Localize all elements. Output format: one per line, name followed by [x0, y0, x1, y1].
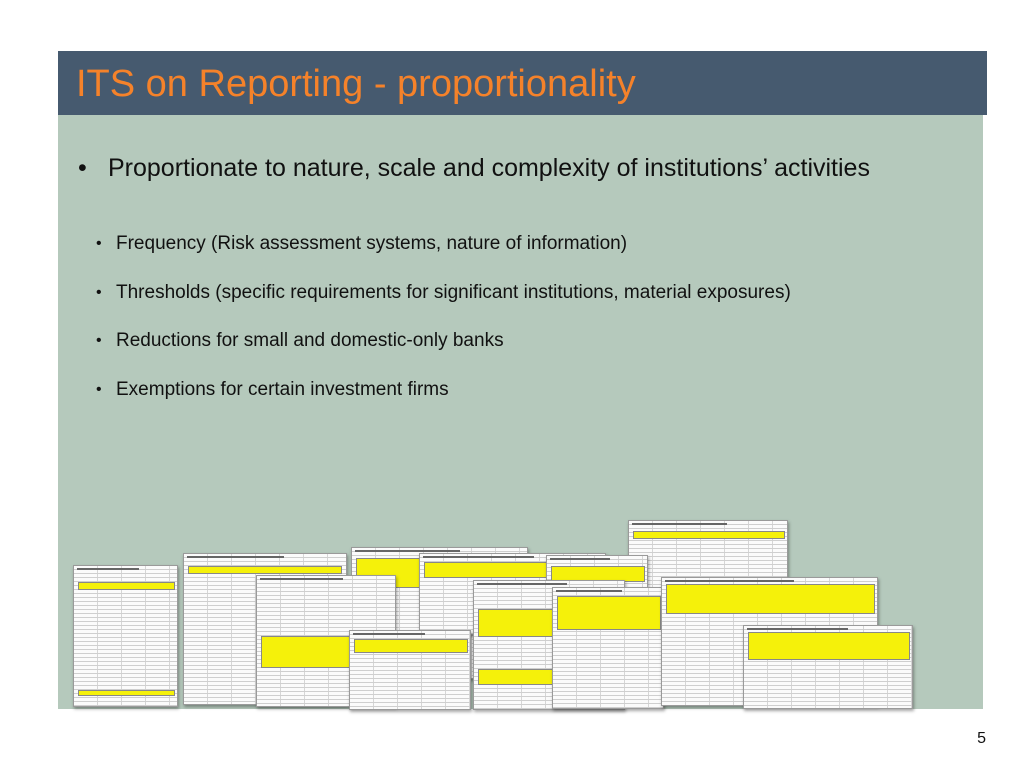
sub-bullet-text: Thresholds (specific requirements for si…	[116, 282, 791, 303]
bullet-marker: •	[96, 332, 102, 349]
sub-bullet-text: Reductions for small and domestic-only b…	[116, 330, 504, 351]
title-bar: ITS on Reporting - proportionality	[58, 51, 987, 115]
template-sheet-image	[349, 630, 471, 710]
bullet-marker: •	[96, 235, 102, 252]
bullet-marker: •	[78, 154, 87, 182]
template-sheet-image	[552, 587, 664, 709]
slide-title: ITS on Reporting - proportionality	[76, 63, 636, 105]
sub-bullet-text: Frequency (Risk assessment systems, natu…	[116, 233, 628, 254]
sub-bullet-text: Exemptions for certain investment firms	[116, 379, 449, 400]
bullet-marker: •	[96, 381, 102, 398]
template-sheet-image	[73, 565, 178, 707]
bullet-marker: •	[96, 284, 102, 301]
main-bullet-text: Proportionate to nature, scale and compl…	[108, 154, 870, 182]
page-number: 5	[977, 730, 986, 747]
template-sheet-image	[743, 625, 913, 709]
slide-content: • Proportionate to nature, scale and com…	[58, 115, 983, 710]
